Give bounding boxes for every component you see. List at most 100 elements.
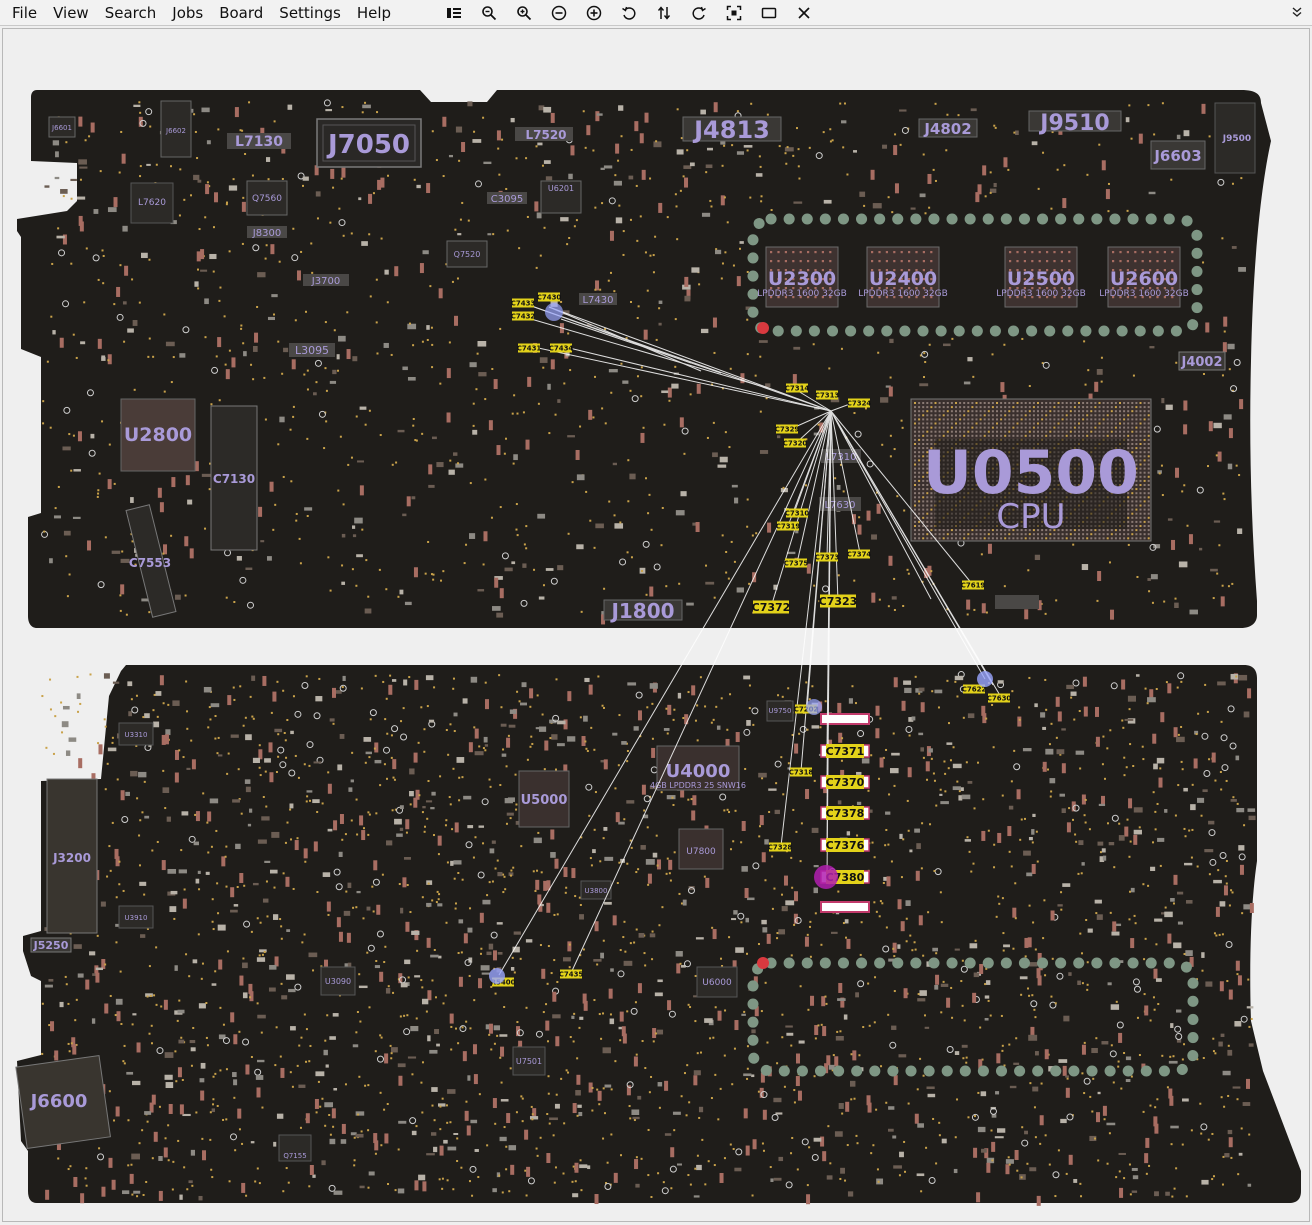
part-c7329[interactable]: C7329 — [775, 424, 800, 434]
part-c7202[interactable]: C7202 — [794, 704, 819, 714]
part-c7370[interactable]: C7370 — [820, 775, 870, 789]
top-board-texture — [41, 99, 1246, 625]
menu-board[interactable]: Board — [219, 3, 264, 22]
label-u7800: U9750 — [769, 707, 792, 715]
part-c7373[interactable]: C7373 — [815, 552, 840, 562]
part-c7376[interactable]: C7376 — [820, 838, 870, 852]
label-u6201: L7620 — [138, 198, 166, 208]
part-c7432[interactable]: C7432 — [511, 311, 536, 321]
double-chevron-down-icon[interactable] — [1288, 3, 1306, 21]
label-j4802: J4802 — [923, 120, 971, 138]
part-c7622[interactable]: C7622 — [962, 684, 987, 694]
label-q7130: Q7560 — [252, 194, 282, 204]
part-c7630[interactable]: C7630 — [987, 693, 1012, 703]
menu-jobs[interactable]: Jobs — [172, 3, 204, 22]
top-board-components: J7050 J4813 J9510 J4802 J6603 J9500 J400… — [48, 100, 1256, 623]
part-c7323[interactable]: C7323 — [819, 594, 858, 608]
label-cpu: CPU — [996, 497, 1065, 537]
bottom-board-texture — [41, 671, 1256, 1206]
sidebar-icon[interactable] — [436, 0, 471, 26]
zoom-in-icon[interactable] — [506, 0, 541, 26]
part-c7374[interactable]: C7374 — [847, 549, 872, 559]
fit-screen-icon[interactable] — [716, 0, 751, 26]
label-u2800: U2800 — [124, 424, 192, 446]
label-l7520: L7520 — [525, 128, 566, 142]
part-c7378[interactable]: C7378 — [820, 806, 870, 820]
label-u2600: U2600 — [1110, 268, 1178, 290]
menu-file[interactable]: File — [12, 3, 38, 22]
label-j8300: C7553 — [129, 556, 171, 570]
part-c7431[interactable]: C7431 — [517, 343, 542, 353]
part-c7314[interactable]: C7314 — [785, 383, 810, 393]
menu-search[interactable]: Search — [104, 3, 157, 22]
part-c7433[interactable]: C7433 — [511, 298, 536, 308]
part-c7328[interactable]: C7328 — [768, 842, 793, 852]
label-c3095: J3700 — [311, 276, 340, 287]
zoom-out-icon[interactable] — [471, 0, 506, 26]
part-c7313[interactable]: C7313 — [815, 390, 840, 400]
part-c7434[interactable]: C7434 — [549, 343, 574, 353]
label-j9500: J9500 — [1222, 134, 1251, 144]
label-u5000: U5000 — [521, 793, 568, 808]
label-u4000-desc: 4GB LPDDR3 25 SNW16 — [650, 781, 746, 790]
menu-bar: File View Search Jobs Board Settings Hel… — [0, 0, 1312, 26]
label-u6000: U6000 — [702, 978, 732, 988]
part-c7435[interactable]: C7435 — [559, 969, 584, 979]
close-icon[interactable] — [786, 0, 821, 26]
rotate-right-icon[interactable] — [681, 0, 716, 26]
label-l7130: L7130 — [235, 134, 283, 150]
label-j7050: J7050 — [326, 130, 410, 160]
label-u4000: U4000 — [666, 761, 731, 782]
label-u3800: U7800 — [686, 847, 716, 857]
label-u2400-desc: LPDDR3 1600 32GB — [858, 289, 948, 299]
label-u2300-desc: LPDDR3 1600 32GB — [757, 289, 847, 299]
label-q7560: Q7520 — [454, 250, 481, 259]
label-u7501: U7501 — [516, 1057, 542, 1066]
label-j4813: J4813 — [692, 116, 770, 144]
part-c7371[interactable]: C7371 — [820, 744, 870, 758]
label-u9750: U3800 — [585, 887, 608, 895]
label-j3200: J3200 — [52, 851, 91, 865]
rotate-left-icon[interactable] — [611, 0, 646, 26]
part-c7430[interactable]: C7430 — [537, 292, 562, 302]
label-c7130: J8300 — [252, 228, 281, 239]
zoom-minus-circle-icon[interactable] — [541, 0, 576, 26]
label-u3090: U3090 — [325, 977, 351, 986]
label-j6603: J6603 — [1153, 147, 1201, 165]
flip-icon[interactable] — [646, 0, 681, 26]
label-j1800: J1800 — [609, 599, 674, 623]
menu-view[interactable]: View — [53, 3, 89, 22]
label-q7520: U6201 — [548, 184, 574, 193]
part-c7375[interactable]: C7375 — [784, 558, 809, 568]
label-j4002: J4002 — [1180, 355, 1222, 370]
part-r5400[interactable]: R5400 — [491, 977, 516, 987]
label-u2500-desc: LPDDR3 1600 32GB — [996, 289, 1086, 299]
part-c7319[interactable]: C7319 — [776, 521, 801, 531]
label-u3310: U3310 — [125, 731, 148, 739]
label-u3910: U3910 — [125, 914, 148, 922]
menu-help[interactable]: Help — [356, 3, 392, 22]
label-j6601: J6601 — [51, 124, 72, 132]
bottom-board-components: J3200 J5250 J6600 U4000 4GB LPDDR3 25 SN… — [15, 700, 1199, 1162]
label-q7155: Q7155 — [283, 1152, 306, 1160]
label-u2600-desc: LPDDR3 1600 32GB — [1099, 289, 1189, 299]
label-j6600: J6600 — [29, 1091, 88, 1112]
part-c7372[interactable]: C7372 — [752, 600, 791, 614]
part-c7310[interactable]: C7310 — [785, 508, 810, 518]
label-j9510: J9510 — [1038, 111, 1109, 136]
label-u2400: U2400 — [869, 268, 937, 290]
part-c7324[interactable]: C7324 — [847, 398, 872, 408]
zoom-plus-circle-icon[interactable] — [576, 0, 611, 26]
window-icon[interactable] — [751, 0, 786, 26]
part-c7320[interactable]: C7320 — [783, 438, 808, 448]
board-view-canvas[interactable]: J7050 J4813 J9510 J4802 J6603 J9500 J400… — [2, 28, 1310, 1222]
label-u0500: U0500 — [923, 438, 1139, 508]
board-svg[interactable]: J7050 J4813 J9510 J4802 J6603 J9500 J400… — [3, 29, 1309, 1221]
label-j3700: C7130 — [213, 472, 255, 486]
label-l7310: L7630 — [824, 500, 855, 511]
part-c7318[interactable]: C7318 — [789, 767, 814, 777]
part-c7619[interactable]: C7619 — [961, 580, 986, 590]
label-l7430: L7430 — [582, 295, 613, 306]
menu-settings[interactable]: Settings — [279, 3, 341, 22]
